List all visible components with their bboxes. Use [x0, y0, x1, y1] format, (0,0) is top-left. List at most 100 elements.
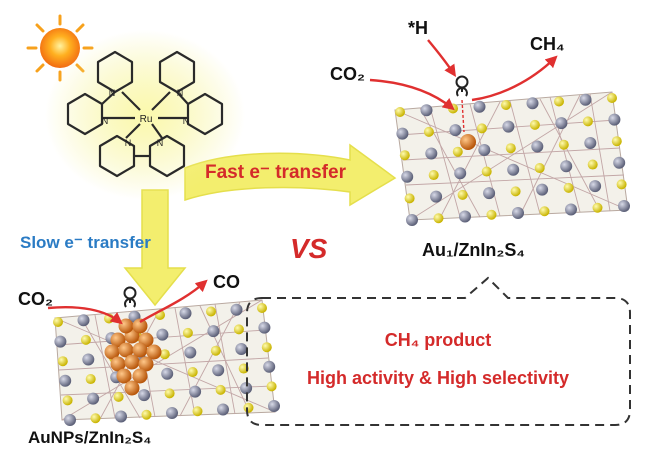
sulfur-atom [215, 384, 226, 395]
sulfur-atom [243, 402, 254, 413]
sulfur-atom [233, 324, 244, 335]
fast-transfer-label: Fast e⁻ transfer [205, 162, 347, 183]
gold-atom [110, 332, 126, 348]
n-atom-label: N [109, 88, 116, 98]
gold-atom [132, 318, 148, 334]
gold-atom [132, 342, 148, 358]
sulfur-atom [457, 189, 468, 200]
zinc-atom [212, 364, 225, 377]
sulfur-atom [452, 146, 463, 157]
versus-label: VS [290, 233, 328, 264]
sulfur-atom [582, 116, 593, 127]
n-atom-label: N [183, 116, 190, 126]
zinc-atom [179, 307, 192, 320]
zinc-atom [536, 183, 549, 196]
gold-atom [116, 368, 132, 384]
zinc-atom [263, 360, 276, 373]
ch4-top-label: CH₄ [530, 34, 565, 54]
sulfur-atom [505, 143, 516, 154]
gold-nanoparticle-cluster [104, 318, 162, 396]
sulfur-atom [554, 96, 564, 107]
zinc-atom [454, 167, 467, 180]
sulfur-atom [486, 209, 497, 220]
sulfur-atom [616, 179, 627, 190]
zinc-atom [560, 160, 573, 173]
zinc-atom [87, 392, 100, 405]
sulfur-atom [261, 342, 272, 353]
zinc-atom [230, 303, 243, 316]
sulfur-atom [266, 381, 277, 392]
zinc-atom [258, 321, 271, 334]
sulfur-atom [206, 306, 216, 317]
sulfur-atom [257, 303, 267, 313]
gold-atom [104, 344, 120, 360]
h-adsorbed-label: *H [408, 18, 428, 38]
sulfur-atom [428, 170, 439, 181]
zinc-atom [240, 382, 253, 395]
sulfur-atom [90, 413, 101, 424]
zinc-atom [64, 414, 76, 426]
gold-atom [124, 354, 140, 370]
callout-title: CH₄ product [385, 330, 492, 350]
slow-transfer-label: Slow e⁻ transfer [20, 233, 151, 252]
callout-subtitle: High activity & High selectivity [307, 368, 569, 388]
zinc-atom [235, 342, 248, 355]
zinc-atom [115, 410, 127, 423]
zinc-atom [166, 407, 178, 419]
zinc-atom [507, 163, 520, 176]
zinc-atom [77, 314, 90, 327]
zinc-atom [449, 124, 462, 137]
zinc-atom [478, 143, 491, 156]
sulfur-atom [611, 136, 622, 147]
co2-bottom-label: CO₂ [18, 289, 53, 309]
zinc-atom [401, 170, 414, 183]
ru-atom-label: Ru [140, 114, 153, 125]
zinc-atom [406, 214, 418, 226]
reaction-arrows [47, 39, 558, 325]
sulfur-atom [476, 123, 487, 134]
zinc-atom [608, 113, 621, 126]
zinc-atom [584, 136, 597, 149]
sulfur-atom [563, 182, 574, 193]
adsorbed-co-bottom [123, 286, 137, 308]
result-callout-box [246, 276, 631, 426]
sulfur-atom [192, 406, 203, 417]
n-atom-label: N [102, 116, 109, 126]
zinc-atom [184, 346, 197, 359]
gold-single-atom [460, 134, 476, 150]
zinc-atom [618, 200, 630, 212]
zinc-atom [579, 93, 592, 106]
ru-complex-icon: Ru N N N N N N [45, 30, 245, 200]
zinc-atom [217, 403, 229, 416]
gold-atom [118, 318, 134, 334]
zinc-atom [138, 389, 151, 402]
n-atom-label: N [125, 138, 132, 148]
electron-transfer-arrows [123, 143, 397, 307]
zinc-atom [555, 117, 568, 130]
zinc-atom [589, 180, 602, 193]
zinc-atom [531, 140, 544, 153]
zinc-atom [161, 367, 174, 380]
zinc-atom [207, 325, 220, 338]
gold-atom [138, 356, 154, 372]
zinc-atom [473, 100, 486, 113]
gold-atom [132, 368, 148, 384]
sulfur-atom [534, 163, 545, 174]
sulfur-atom [57, 356, 68, 367]
zinc-atom [512, 207, 524, 219]
sulfur-atom [141, 409, 152, 420]
sulfur-atom [539, 206, 550, 217]
zinc-atom [565, 203, 577, 216]
zinc-atom [189, 385, 202, 398]
lattice-atoms [53, 93, 630, 426]
sulfur-atom [481, 166, 492, 177]
sulfur-atom [182, 327, 193, 338]
sulfur-atom [399, 150, 410, 161]
zinc-atom [82, 353, 95, 366]
n-atom-label: N [157, 138, 164, 148]
co-bottom-label: CO [213, 272, 240, 292]
zinc-atom [430, 190, 443, 203]
zinc-atom [526, 97, 539, 110]
